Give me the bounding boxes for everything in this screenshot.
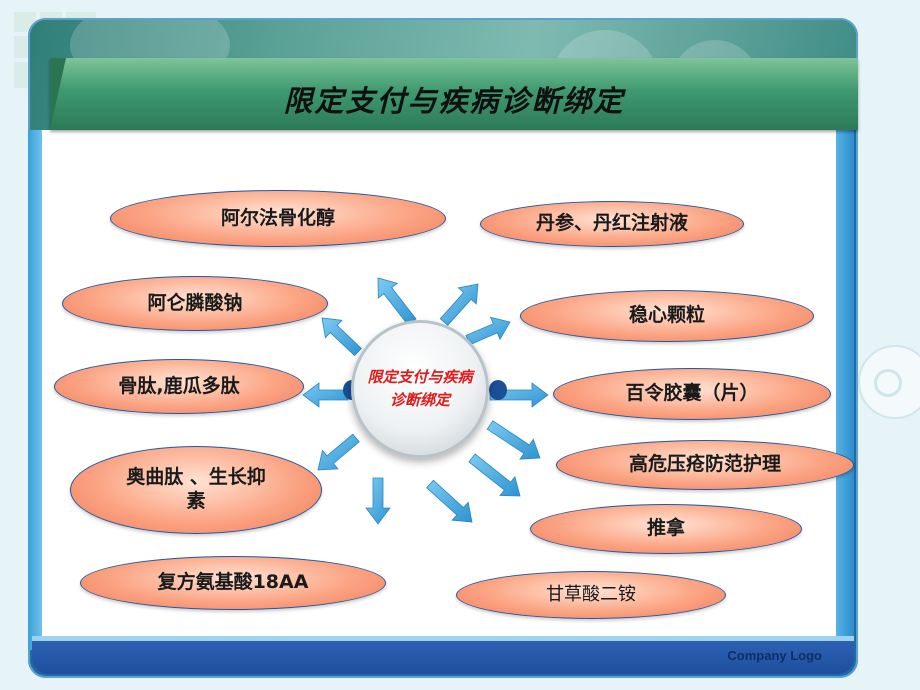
node-alendronate: 阿仑膦酸钠 bbox=[62, 276, 328, 331]
node-label: 高危压疮防范护理 bbox=[628, 453, 781, 476]
node-tuina: 推拿 bbox=[530, 504, 802, 554]
node-label: 奥曲肽 、生长抑素 bbox=[126, 466, 266, 512]
side-bubble-decoration bbox=[858, 345, 920, 419]
arrow-3 bbox=[465, 316, 511, 346]
arrow-5 bbox=[302, 382, 349, 408]
arrow-4 bbox=[321, 317, 362, 357]
central-hub: 限定支付与疾病诊断绑定 bbox=[351, 320, 489, 458]
node-label: 百令胶囊（片） bbox=[625, 382, 759, 405]
footer-highlight bbox=[32, 636, 854, 641]
arrow-8 bbox=[365, 477, 391, 525]
hub-label: 限定支付与疾病诊断绑定 bbox=[367, 367, 473, 409]
node-bailing: 百令胶囊（片） bbox=[553, 368, 831, 420]
slide-title: 限定支付与疾病诊断绑定 bbox=[283, 84, 625, 118]
node-label: 稳心颗粒 bbox=[628, 304, 705, 327]
node-label: 推拿 bbox=[646, 517, 685, 540]
node-amino-acid: 复方氨基酸18AA bbox=[80, 556, 386, 610]
node-label: 骨肽,鹿瓜多肽 bbox=[118, 374, 240, 397]
node-alfacalcidol: 阿尔法骨化醇 bbox=[110, 190, 446, 247]
hub-tab-right bbox=[489, 380, 507, 400]
node-wenxin: 稳心颗粒 bbox=[520, 290, 814, 342]
frame-left-border bbox=[28, 130, 42, 650]
node-pressure-care: 高危压疮防范护理 bbox=[556, 440, 854, 490]
arrow-10 bbox=[468, 453, 521, 497]
frame-right-border bbox=[836, 130, 854, 650]
arrow-9 bbox=[486, 420, 541, 460]
node-label: 甘草酸二铵 bbox=[546, 583, 636, 605]
arrow-11 bbox=[426, 479, 473, 523]
node-label: 阿尔法骨化醇 bbox=[220, 206, 335, 229]
node-glycyrrhizin: 甘草酸二铵 bbox=[456, 571, 726, 619]
node-octreotide: 奥曲肽 、生长抑素 bbox=[70, 446, 322, 534]
title-banner: 限定支付与疾病诊断绑定 bbox=[50, 58, 858, 130]
node-ossotide: 骨肽,鹿瓜多肽 bbox=[54, 359, 304, 414]
node-label: 丹参、丹红注射液 bbox=[535, 212, 688, 235]
node-label: 阿仑膦酸钠 bbox=[147, 291, 243, 314]
node-danshen: 丹参、丹红注射液 bbox=[480, 201, 744, 247]
arrow-1 bbox=[377, 277, 417, 326]
footer-bar bbox=[32, 638, 854, 674]
arrow-2 bbox=[439, 283, 479, 326]
company-logo: Company Logo bbox=[727, 648, 822, 663]
node-label: 复方氨基酸18AA bbox=[157, 571, 309, 594]
arrow-7 bbox=[317, 433, 360, 471]
